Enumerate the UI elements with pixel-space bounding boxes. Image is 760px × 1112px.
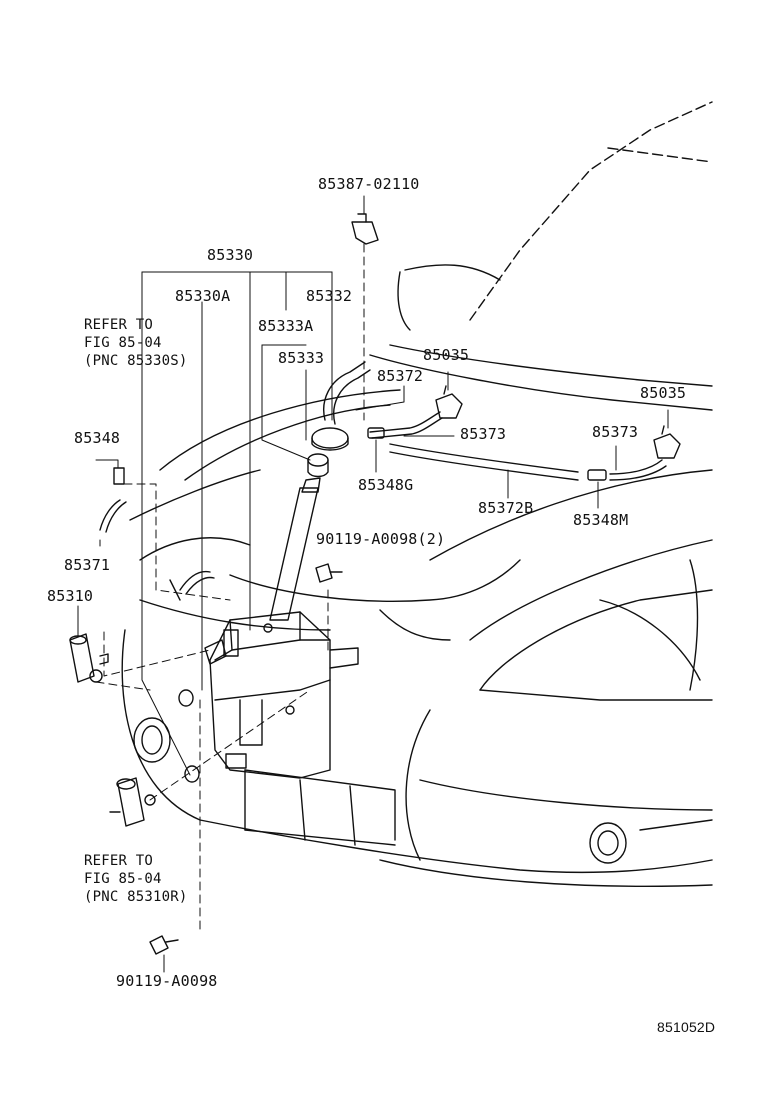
car-body-outline xyxy=(121,101,713,887)
refer-note-top-line3: (PNC 85330S) xyxy=(84,353,188,369)
label-85035-right: 85035 xyxy=(640,384,687,402)
label-85035-left: 85035 xyxy=(423,346,470,364)
label-85348G: 85348G xyxy=(358,476,414,494)
label-85333A: 85333A xyxy=(258,317,314,335)
refer-note-bottom-line3: (PNC 85310R) xyxy=(84,889,188,905)
leader-lines xyxy=(77,195,669,973)
label-85348: 85348 xyxy=(74,429,121,447)
refer-note-top-line1: REFER TO xyxy=(84,317,154,333)
refer-note-bottom-line2: FIG 85-04 xyxy=(84,871,162,887)
label-85372B: 85372B xyxy=(478,499,534,517)
label-85373-right: 85373 xyxy=(592,423,639,441)
label-85332: 85332 xyxy=(306,287,353,305)
label-85333: 85333 xyxy=(278,349,325,367)
label-85387-02110: 85387-02110 xyxy=(318,175,420,193)
label-85310: 85310 xyxy=(47,587,94,605)
washer-hoses xyxy=(323,213,681,481)
illustration-code: 851052D xyxy=(657,1019,716,1035)
label-85348M: 85348M xyxy=(573,511,629,529)
label-90119-a0098: 90119-A0098 xyxy=(116,972,218,990)
label-85371: 85371 xyxy=(64,556,111,574)
refer-note-top-line2: FIG 85-04 xyxy=(84,335,162,351)
label-85330: 85330 xyxy=(207,246,254,264)
label-85373-left: 85373 xyxy=(460,425,507,443)
label-90119-a0098-2: 90119-A0098(2) xyxy=(316,530,446,548)
label-85330A: 85330A xyxy=(175,287,231,305)
label-85372: 85372 xyxy=(377,367,424,385)
washer-tank xyxy=(204,427,359,779)
refer-note-bottom-line1: REFER TO xyxy=(84,853,154,869)
